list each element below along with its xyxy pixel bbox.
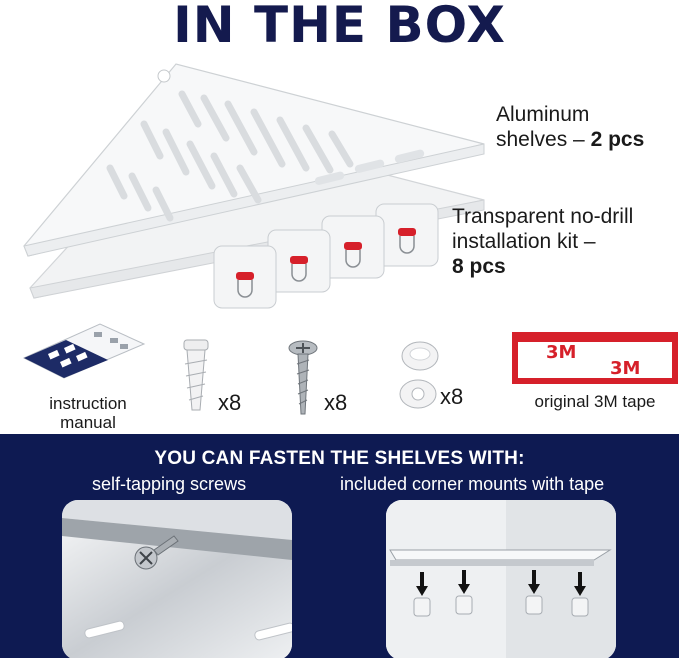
manual-caption: instruction manual bbox=[28, 394, 148, 432]
right-caption: included corner mounts with tape bbox=[340, 474, 605, 494]
instruction-manual-image bbox=[22, 323, 146, 379]
tape-brand-2: 3M bbox=[610, 358, 640, 379]
3m-tape-image: 3M 3M bbox=[512, 332, 678, 384]
screw-cap-icon bbox=[399, 341, 439, 409]
kit-label-line1: Transparent no-drill bbox=[452, 205, 634, 228]
kit-qty: 8 pcs bbox=[452, 255, 506, 278]
tape-brand-1: 3M bbox=[546, 342, 576, 363]
accessories-row: instruction manual x8 x8 bbox=[0, 322, 679, 434]
screw-icon bbox=[288, 340, 318, 415]
wall-anchor-icon bbox=[183, 339, 209, 411]
adhesive-mounts-image bbox=[213, 203, 439, 309]
shelves-label-line2: shelves – bbox=[496, 128, 591, 151]
shelves-qty: 2 pcs bbox=[590, 128, 645, 151]
left-caption: self-tapping screws bbox=[92, 474, 247, 494]
shelves-label-line1: Aluminum bbox=[496, 103, 590, 126]
tape-caption: original 3M tape bbox=[534, 392, 656, 411]
screws-count: x8 bbox=[324, 390, 348, 415]
panel-title: YOU CAN FASTEN THE SHELVES WITH: bbox=[154, 448, 525, 469]
page-title: IN THE BOX bbox=[173, 0, 506, 54]
manual-caption-line2: manual bbox=[60, 413, 116, 432]
mounts-photo bbox=[386, 500, 616, 658]
fastening-panel: YOU CAN FASTEN THE SHELVES WITH: self-ta… bbox=[0, 434, 679, 658]
shelves-label: Aluminum shelves – 2 pcs bbox=[496, 102, 644, 152]
screw-installation-image bbox=[62, 500, 292, 658]
kit-label-line2: installation kit – bbox=[452, 230, 596, 253]
manual-caption-line1: instruction bbox=[49, 394, 127, 413]
screws-photo bbox=[62, 500, 292, 658]
kit-label: Transparent no-drill installation kit – … bbox=[452, 204, 633, 279]
mount-installation-image bbox=[386, 500, 616, 658]
caps-count: x8 bbox=[440, 384, 464, 409]
anchors-count: x8 bbox=[218, 390, 242, 415]
